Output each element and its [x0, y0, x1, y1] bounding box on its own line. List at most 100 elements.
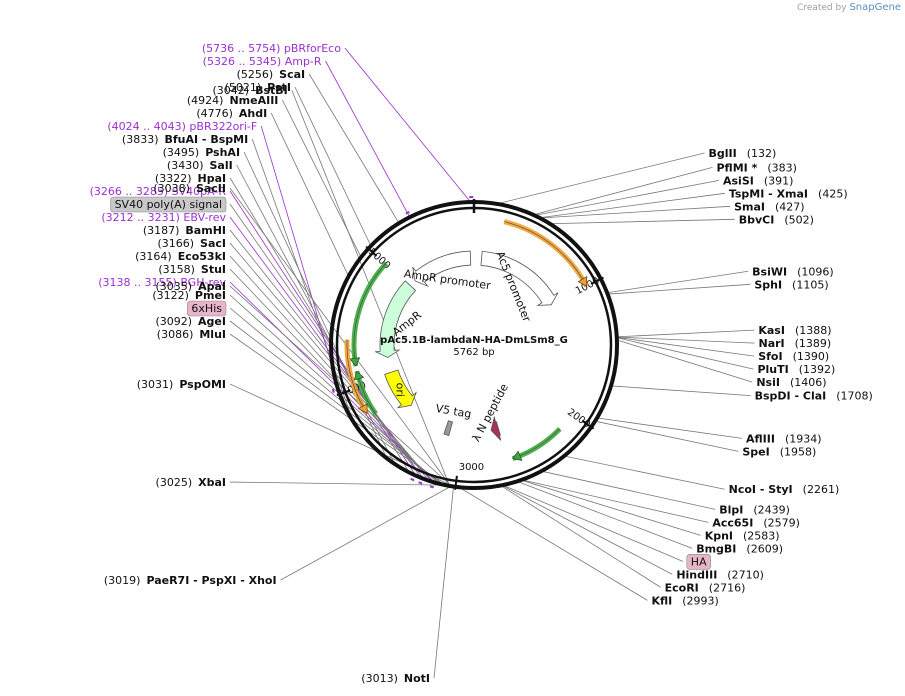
- primer-label-3212-3231-ebv-rev[interactable]: (3212 .. 3231) EBV-rev: [101, 211, 226, 224]
- primer-mark: [331, 388, 335, 393]
- orf-arc-edge: [504, 221, 587, 287]
- enzyme-site-bmgbi[interactable]: BmgBI(2609): [696, 542, 783, 555]
- enzyme-site-afliii[interactable]: AflIII(1934): [746, 432, 822, 445]
- tick-mark: [590, 276, 604, 285]
- enzyme-site-ecori[interactable]: EcoRI(2716): [665, 581, 746, 594]
- enzyme-site-hindiii[interactable]: HindIII(2710): [676, 568, 764, 581]
- enzyme-site-nari[interactable]: NarI(1389): [758, 337, 831, 350]
- enzyme-site-bfuai-bspmi[interactable]: BfuAI - BspMI(3833): [122, 133, 248, 146]
- enzyme-site-bspdi-clai[interactable]: BspDI - ClaI(1708): [755, 390, 873, 403]
- enzyme-site-apai[interactable]: ApaI(3035): [156, 280, 226, 293]
- enzyme-name: SmaI: [734, 200, 765, 213]
- enzyme-site-agei[interactable]: AgeI(3092): [155, 315, 226, 328]
- leader-line: [537, 205, 731, 219]
- enzyme-site-pshai[interactable]: PshAI(3495): [163, 146, 240, 159]
- enzyme-name: PstI: [267, 81, 291, 94]
- enzyme-position: (1096): [797, 265, 834, 278]
- enzyme-site-tspmi-xmai[interactable]: TspMI - XmaI(425): [729, 187, 848, 200]
- enzyme-site-acc65i[interactable]: Acc65I(2579): [712, 516, 800, 529]
- enzyme-name: NsiI: [756, 376, 780, 389]
- plasmid-name: pAc5.1B-lambdaN-HA-DmLSm8_G: [380, 335, 568, 346]
- enzyme-name: SphI: [754, 278, 782, 291]
- enzyme-name: EcoRI: [665, 581, 699, 594]
- enzyme-site-pspomi[interactable]: PspOMI(3031): [137, 378, 226, 391]
- enzyme-site-psti[interactable]: PstI(5021): [225, 81, 291, 94]
- enzyme-site-hpai[interactable]: HpaI(3322): [155, 172, 226, 185]
- enzyme-site-sfoi[interactable]: SfoI(1390): [758, 350, 829, 363]
- enzyme-site-noti[interactable]: NotI(3013): [361, 672, 430, 685]
- enzyme-name: ApaI: [198, 280, 226, 293]
- enzyme-site-smai[interactable]: SmaI(427): [734, 200, 805, 213]
- enzyme-site-pmei[interactable]: PmeI(3122): [152, 289, 226, 302]
- enzyme-position: (5256): [237, 68, 274, 81]
- enzyme-site-kpni[interactable]: KpnI(2583): [705, 529, 780, 542]
- enzyme-site-paer7i-pspxi-xhoi[interactable]: PaeR7I - PspXI - XhoI(3019): [104, 574, 277, 587]
- enzyme-name: MluI: [199, 328, 226, 341]
- enzyme-name: XbaI: [198, 476, 226, 489]
- enzyme-site-bsiwi[interactable]: BsiWI(1096): [752, 265, 834, 278]
- enzyme-site-kasi[interactable]: KasI(1388): [758, 324, 831, 337]
- enzyme-site-pflmi[interactable]: PflMI *(383): [717, 161, 797, 174]
- leader-line: [229, 268, 433, 481]
- feature-box-bg: [686, 554, 711, 570]
- primer-label-3266-3285-sv40pa-r[interactable]: (3266 .. 3285) SV40pA-R: [90, 185, 227, 198]
- enzyme-site-kfli[interactable]: KflI(2993): [651, 594, 718, 607]
- leader-line: [229, 177, 409, 472]
- enzyme-site-scai[interactable]: ScaI (5256): [237, 68, 306, 81]
- enzyme-site-bamhi[interactable]: BamHI(3187): [143, 224, 226, 237]
- enzyme-site-eco53ki[interactable]: Eco53kI(3164): [135, 250, 226, 263]
- enzyme-position: (391): [764, 174, 794, 187]
- enzyme-site-sali[interactable]: SalI(3430): [167, 159, 233, 172]
- enzyme-site-nsii[interactable]: NsiI(1406): [756, 376, 826, 389]
- feature-ac5-promoter: [480, 250, 559, 306]
- enzyme-site-ncoi-styi[interactable]: NcoI - StyI(2261): [729, 483, 840, 496]
- enzyme-site-asisi[interactable]: AsiSI (391): [723, 174, 793, 187]
- site-labels: BglII (132)PflMI *(383)AsiSI (391)TspMI - …: [90, 42, 873, 685]
- enzyme-name: PspOMI: [179, 378, 226, 391]
- enzyme-name: TspMI - XmaI: [729, 187, 808, 200]
- enzyme-name: BglII: [709, 147, 737, 160]
- primer-label-5736-5754-pbrforeco[interactable]: (5736 .. 5754) pBRforEco: [202, 42, 341, 55]
- leader-line: [499, 484, 661, 588]
- enzyme-site-bglii[interactable]: BglII (132): [709, 147, 777, 160]
- feature-box-ha[interactable]: HA: [686, 554, 711, 570]
- enzyme-site-bbvci[interactable]: BbvCI(502): [739, 213, 814, 226]
- enzyme-site-ahdi[interactable]: AhdI(4776): [196, 107, 267, 120]
- enzyme-site-bstbi[interactable]: BstBI(3042): [213, 84, 288, 97]
- enzyme-position: (383): [767, 161, 797, 174]
- enzyme-site-pluti[interactable]: PluTI(1392): [757, 363, 835, 376]
- enzyme-site-stui[interactable]: StuI(3158): [158, 263, 226, 276]
- enzyme-position: (132): [747, 147, 777, 160]
- leader-line: [494, 152, 705, 205]
- enzyme-name: AsiSI: [723, 174, 754, 187]
- enzyme-site-mlui[interactable]: MluI(3086): [157, 328, 226, 341]
- enzyme-name: ScaI: [279, 68, 305, 81]
- feature-ampr-promoter: [412, 250, 472, 288]
- leader-line: [532, 179, 720, 217]
- primer-label-5326-5345-amp-r[interactable]: (5326 .. 5345) Amp-R: [203, 55, 322, 68]
- enzyme-site-nmeaiii[interactable]: NmeAIII(4924): [187, 94, 279, 107]
- leader-line: [229, 190, 416, 475]
- enzyme-position: (3833): [122, 133, 159, 146]
- leader-line: [615, 329, 755, 338]
- primer-mark: [405, 211, 410, 215]
- feature-box-sv40-poly-a-signal[interactable]: SV40 poly(A) signal: [110, 196, 227, 213]
- enzyme-name: BmgBI: [696, 542, 736, 555]
- enzyme-site-sphi[interactable]: SphI (1105): [754, 278, 828, 291]
- primer-label-3138-3155-bgh-rev[interactable]: (3138 .. 3155) BGH-rev: [98, 276, 226, 289]
- enzyme-name: BstBI: [255, 84, 288, 97]
- enzyme-site-xbai[interactable]: XbaI(3025): [156, 476, 226, 489]
- enzyme-site-spei[interactable]: SpeI(1958): [742, 445, 816, 458]
- enzyme-position: (1958): [780, 445, 817, 458]
- enzyme-site-blpi[interactable]: BlpI(2439): [719, 503, 790, 516]
- feature-box-6xhis[interactable]: 6xHis: [187, 300, 227, 317]
- leader-line: [519, 478, 709, 523]
- enzyme-position: (2993): [682, 594, 719, 607]
- enzyme-site-sacii[interactable]: SacII(3038): [153, 182, 226, 195]
- enzyme-position: (3092): [155, 315, 192, 328]
- enzyme-name: SacI: [200, 237, 226, 250]
- enzyme-position: (1105): [792, 278, 829, 291]
- primer-label-4024-4043-pbr322ori-f[interactable]: (4024 .. 4043) pBR322ori-F: [107, 120, 257, 133]
- enzyme-site-saci[interactable]: SacI(3166): [157, 237, 226, 250]
- leader-line: [539, 470, 716, 510]
